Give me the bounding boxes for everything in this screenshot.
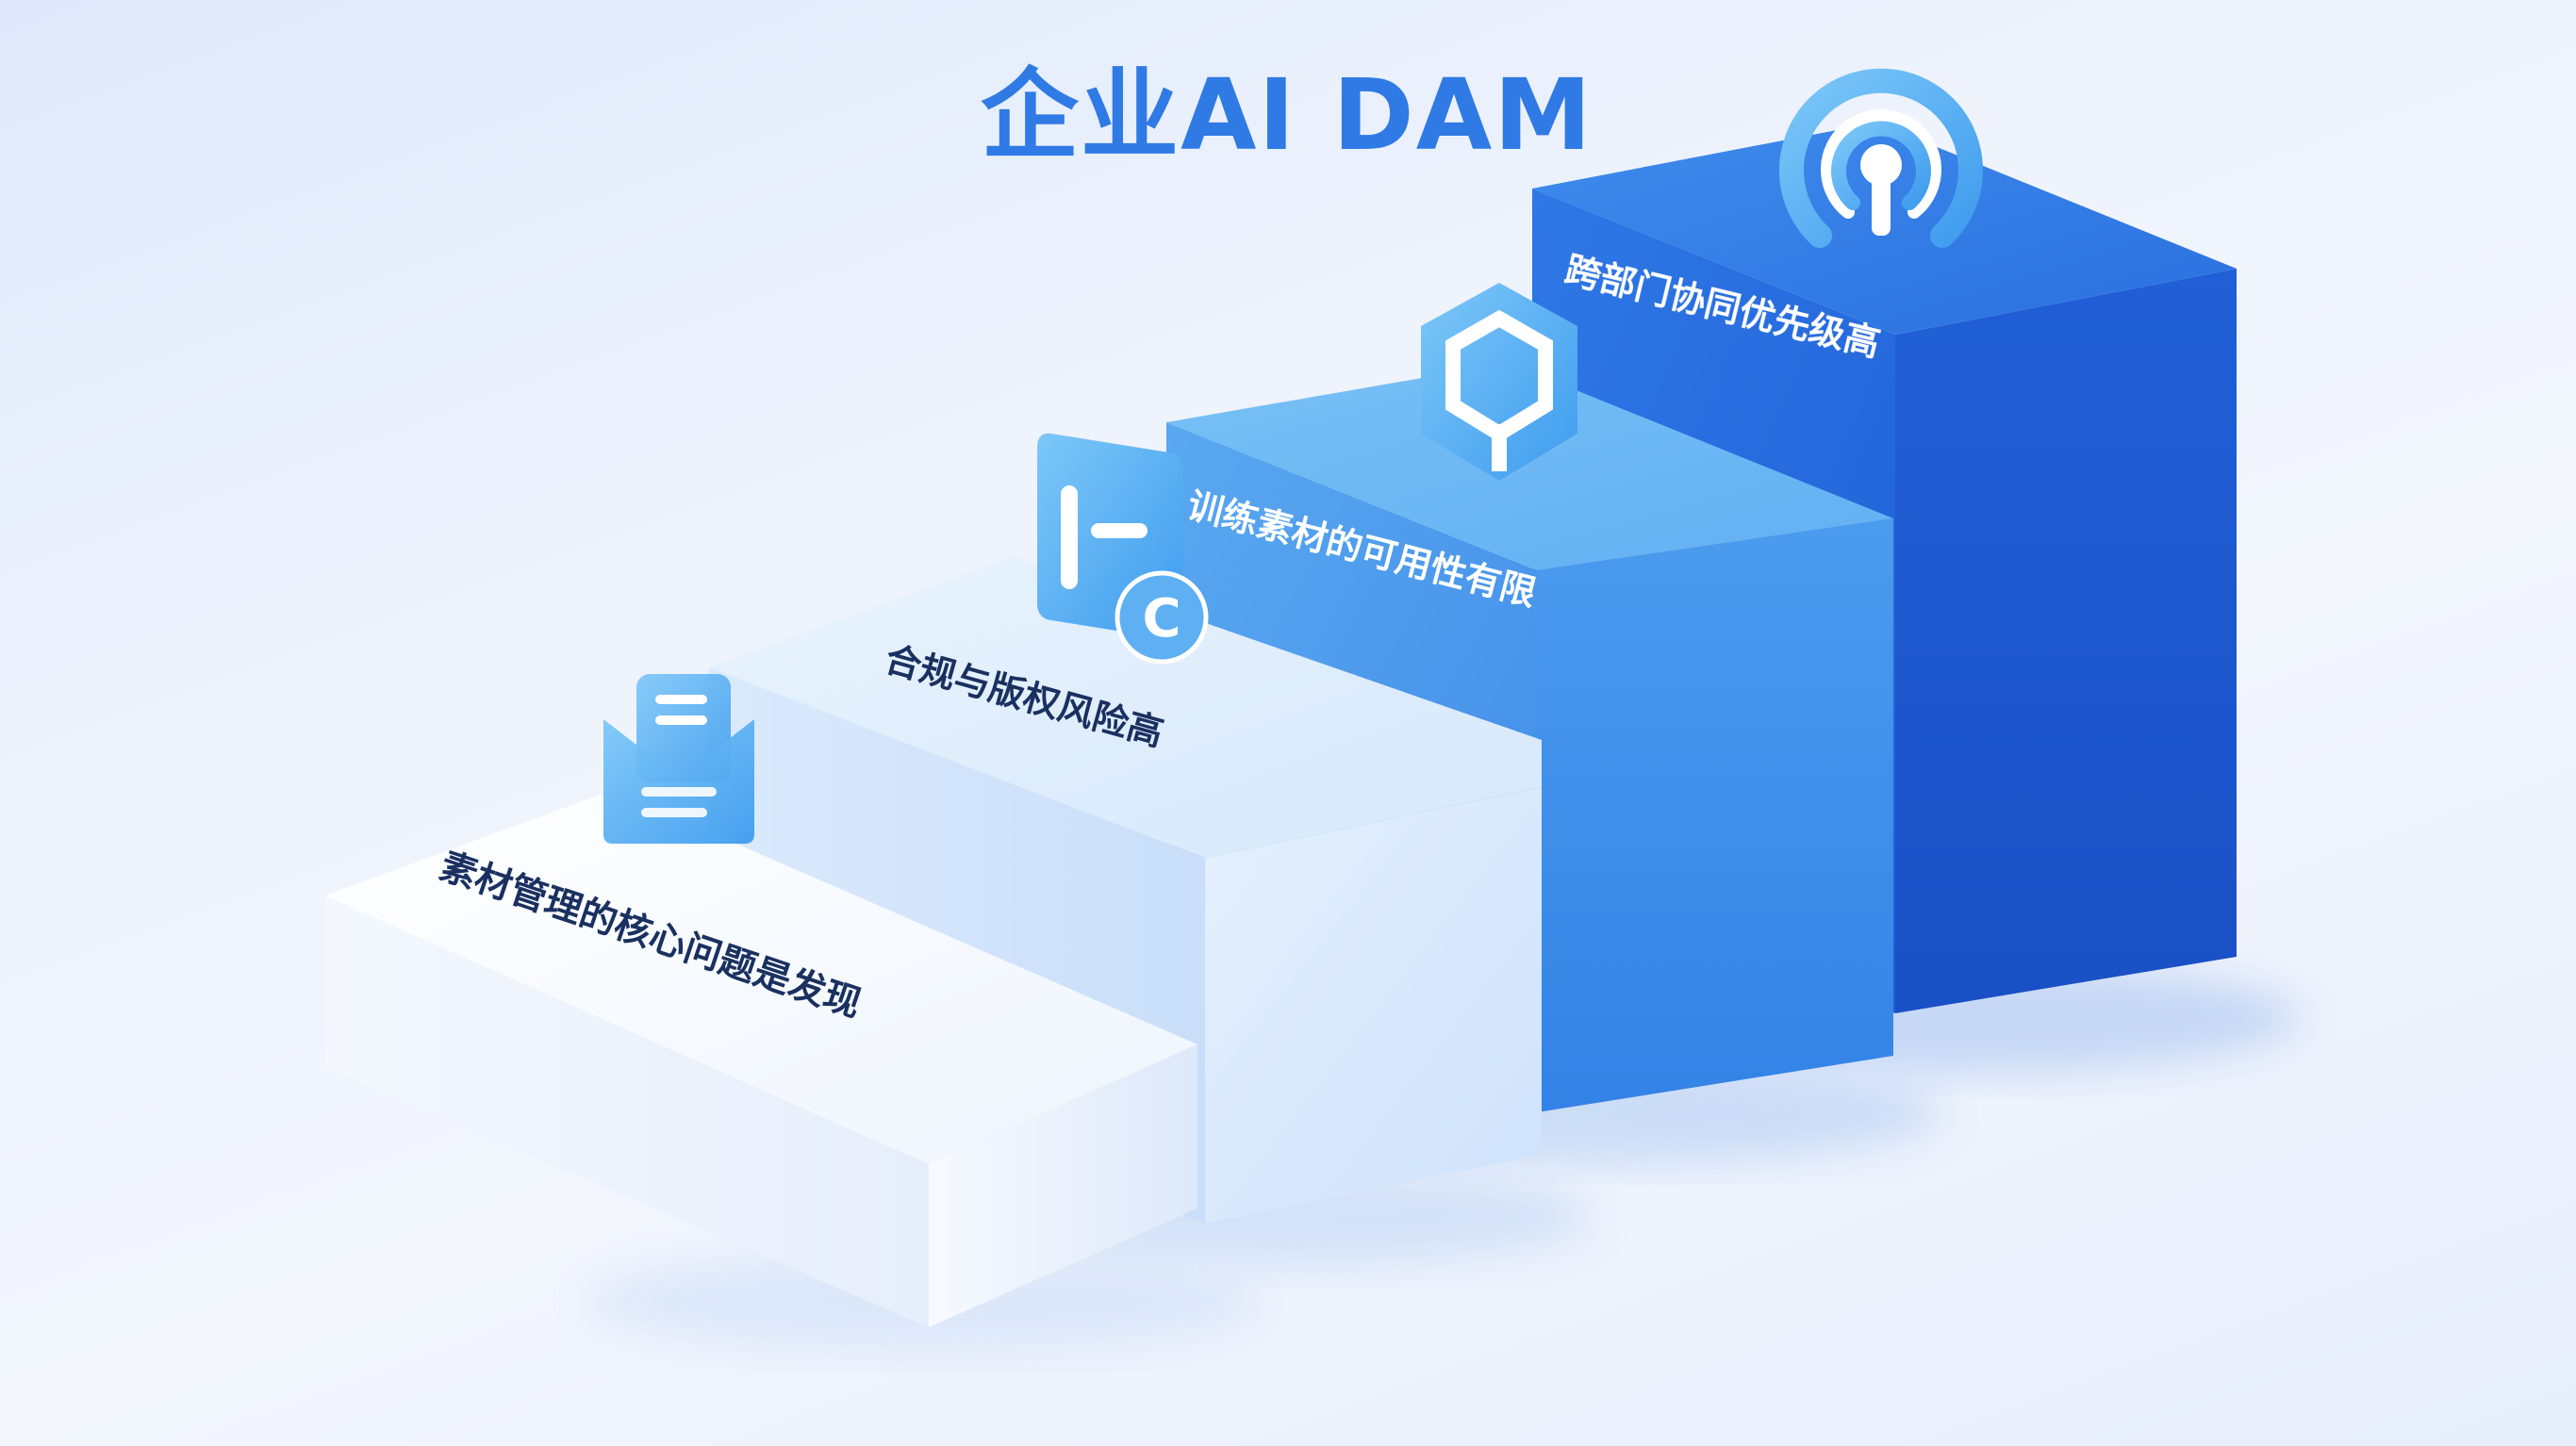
svg-text:C: C (1142, 588, 1181, 649)
step-4-side (1895, 269, 2237, 1013)
document-envelope-icon (603, 674, 754, 844)
page-title: 企业AI DAM (981, 58, 1593, 173)
signal-broadcast-icon (1779, 68, 1983, 248)
step-3-top (1166, 363, 1893, 570)
hexagon-shield-icon (1421, 283, 1577, 481)
step-1-block (325, 790, 1197, 1327)
copyright-document-icon: C (1037, 433, 1209, 665)
step-1-front (325, 896, 929, 1327)
step-2-side (1205, 787, 1542, 1224)
step-1-side (929, 1044, 1197, 1327)
step-1-top (325, 790, 1197, 1164)
step-3-side (1537, 518, 1893, 1112)
step-2-top (709, 556, 1542, 858)
